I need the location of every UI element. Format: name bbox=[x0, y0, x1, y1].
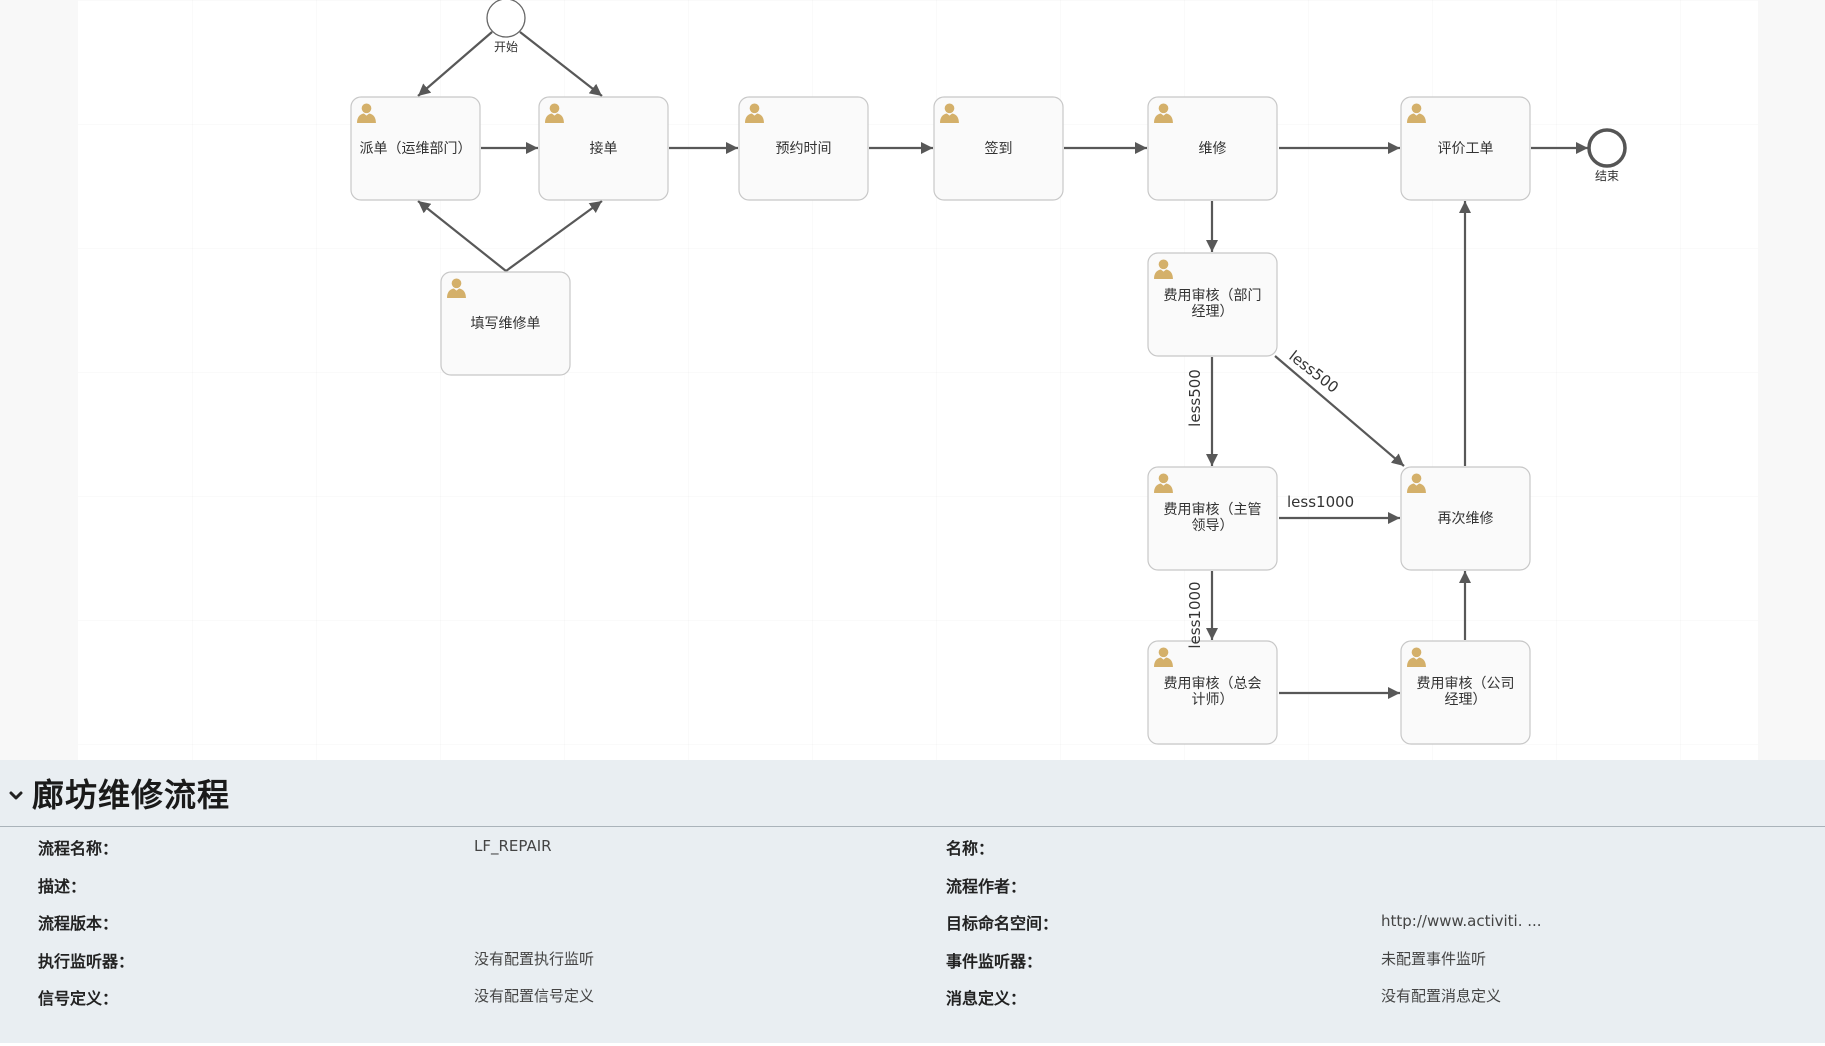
flow-condition-label: less1000 bbox=[1287, 493, 1354, 511]
process-properties-panel: 廊坊维修流程 流程名称： LF_REPAIR 描述： 流程版本： 执行监听器： 没有配置执… bbox=[0, 760, 1825, 1043]
diagram-canvas[interactable]: 派单（运维部门）接单预约时间签到维修评价工单填写维修单费用审核（部门经理）费用审… bbox=[0, 0, 1825, 760]
sequence-flow-audit-dept-to-repair-again[interactable] bbox=[1274, 355, 1405, 467]
task-label: 再次维修 bbox=[1438, 511, 1494, 527]
task-box[interactable] bbox=[1400, 640, 1531, 745]
end-event-circle[interactable] bbox=[1587, 128, 1627, 168]
task-box[interactable] bbox=[538, 96, 669, 201]
task-box[interactable] bbox=[440, 271, 571, 376]
event-label: 开始 bbox=[494, 40, 518, 54]
task-label: 签到 bbox=[985, 140, 1013, 157]
property-value[interactable]: http://www.activiti. ... bbox=[1381, 912, 1542, 930]
canvas-right-margin bbox=[1758, 0, 1825, 760]
property-label: 消息定义： bbox=[946, 989, 1027, 1008]
task-label: 费用审核（主管 bbox=[1164, 502, 1262, 518]
task-label: 费用审核（总会 bbox=[1164, 676, 1262, 692]
task-label: 接单 bbox=[590, 140, 618, 157]
task-label: 经理） bbox=[1445, 692, 1487, 708]
user-task-dispatch[interactable]: 派单（运维部门） bbox=[350, 96, 481, 201]
start-event[interactable]: 开始 bbox=[486, 0, 526, 54]
user-task-appointment[interactable]: 预约时间 bbox=[738, 96, 869, 201]
property-label: 事件监听器： bbox=[946, 952, 1043, 971]
task-label: 领导） bbox=[1192, 518, 1234, 534]
task-label: 评价工单 bbox=[1438, 141, 1494, 157]
task-box[interactable] bbox=[1400, 466, 1531, 571]
user-task-accept[interactable]: 接单 bbox=[538, 96, 669, 201]
user-task-evaluate[interactable]: 评价工单 bbox=[1400, 96, 1531, 201]
property-value[interactable]: 没有配置执行监听 bbox=[474, 950, 595, 968]
property-label: 信号定义： bbox=[38, 989, 119, 1008]
task-label: 填写维修单 bbox=[471, 316, 541, 332]
property-label: 流程作者： bbox=[946, 877, 1027, 896]
sequence-flow-start-to-dispatch[interactable] bbox=[417, 31, 493, 97]
task-box[interactable] bbox=[350, 96, 481, 201]
task-label: 计师） bbox=[1192, 692, 1234, 708]
task-box[interactable] bbox=[1147, 466, 1278, 571]
property-value[interactable]: LF_REPAIR bbox=[474, 837, 552, 855]
property-label: 描述： bbox=[38, 877, 87, 896]
flow-condition-label: less1000 bbox=[1186, 581, 1204, 648]
property-label: 流程名称： bbox=[38, 839, 119, 858]
event-label: 结束 bbox=[1595, 169, 1619, 183]
property-label: 目标命名空间： bbox=[946, 914, 1059, 933]
task-box[interactable] bbox=[1400, 96, 1531, 201]
sequence-flow-fill-form-to-dispatch[interactable] bbox=[417, 200, 507, 272]
task-box[interactable] bbox=[1147, 96, 1278, 201]
user-task-fill-form[interactable]: 填写维修单 bbox=[440, 271, 571, 376]
task-box[interactable] bbox=[738, 96, 869, 201]
user-task-checkin[interactable]: 签到 bbox=[933, 96, 1064, 201]
properties-header[interactable]: 廊坊维修流程 bbox=[0, 760, 1825, 827]
start-event-circle[interactable] bbox=[486, 0, 526, 38]
property-value[interactable]: 没有配置消息定义 bbox=[1381, 987, 1502, 1005]
sequence-flow-start-to-accept[interactable] bbox=[519, 31, 603, 97]
task-label: 费用审核（部门 bbox=[1164, 288, 1262, 304]
task-label: 派单（运维部门） bbox=[360, 141, 472, 157]
property-label: 名称： bbox=[946, 839, 995, 858]
flow-condition-label: less500 bbox=[1186, 369, 1204, 427]
task-label: 经理） bbox=[1192, 304, 1234, 320]
task-box[interactable] bbox=[1147, 252, 1278, 357]
task-box[interactable] bbox=[1147, 640, 1278, 745]
end-event[interactable]: 结束 bbox=[1587, 128, 1627, 183]
user-task-repair[interactable]: 维修 bbox=[1147, 96, 1278, 201]
process-title: 廊坊维修流程 bbox=[32, 776, 231, 814]
property-value[interactable]: 没有配置信号定义 bbox=[474, 987, 595, 1005]
task-box[interactable] bbox=[933, 96, 1064, 201]
user-task-repair-again[interactable]: 再次维修 bbox=[1400, 466, 1531, 571]
panel-bottom-border bbox=[0, 1043, 1825, 1046]
task-label: 预约时间 bbox=[776, 141, 832, 157]
sequence-flow-fill-form-to-accept[interactable] bbox=[505, 200, 603, 272]
task-label: 费用审核（公司 bbox=[1417, 676, 1515, 692]
property-value[interactable]: 未配置事件监听 bbox=[1381, 950, 1487, 968]
property-label: 执行监听器： bbox=[38, 952, 135, 971]
chevron-down-icon[interactable] bbox=[6, 786, 26, 806]
task-label: 维修 bbox=[1199, 141, 1227, 157]
canvas-left-margin bbox=[0, 0, 78, 760]
property-label: 流程版本： bbox=[38, 914, 119, 933]
bpmn-diagram: 派单（运维部门）接单预约时间签到维修评价工单填写维修单费用审核（部门经理）费用审… bbox=[350, 0, 1627, 745]
